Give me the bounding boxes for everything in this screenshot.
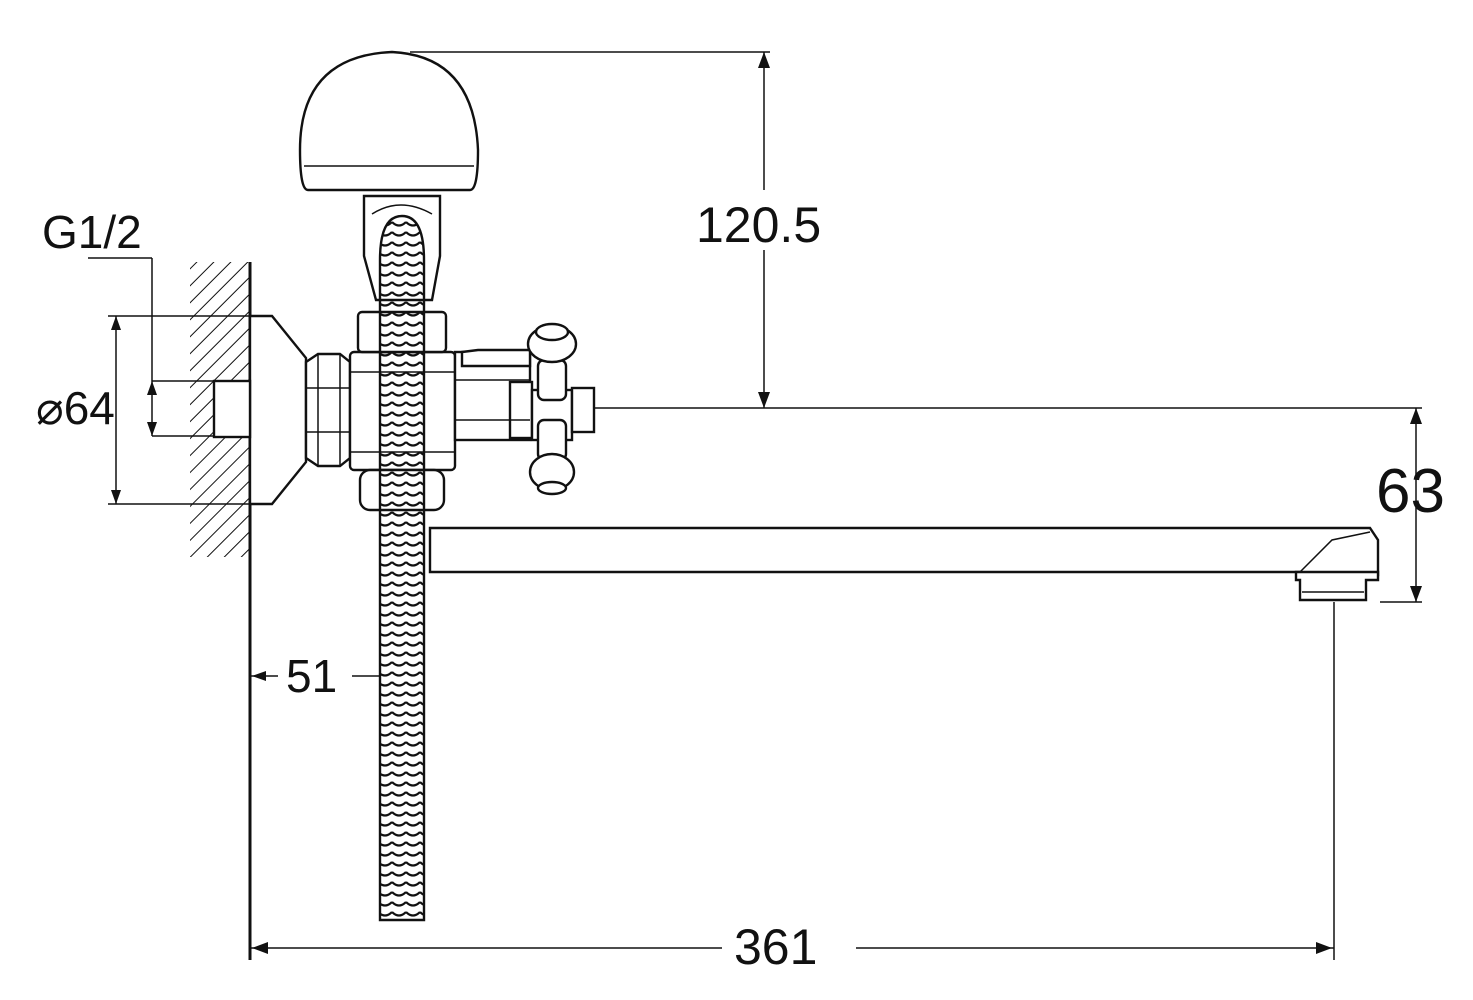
- hex-nut: [304, 352, 352, 468]
- spout: [428, 526, 1380, 602]
- wall: [190, 262, 252, 960]
- label-thread: G1/2: [42, 206, 142, 258]
- dimension-wall-offset: [250, 671, 380, 681]
- label-height-top: 120.5: [696, 197, 821, 253]
- label-wall-offset: 51: [286, 650, 337, 702]
- label-diameter: ⌀64: [36, 382, 115, 434]
- dimension-diameter: [108, 315, 250, 505]
- dimension-thread: [88, 257, 214, 437]
- dimension-spout-length: [250, 602, 1335, 960]
- label-spout-height: 63: [1376, 457, 1445, 526]
- cross-handle: [526, 322, 578, 496]
- shower-hose: [378, 214, 426, 922]
- wall-flange: [212, 314, 308, 506]
- label-spout-length: 361: [734, 919, 817, 975]
- dimension-height-top: [410, 51, 1422, 409]
- dimension-spout-height: [1380, 408, 1422, 603]
- shower-head: [298, 50, 480, 192]
